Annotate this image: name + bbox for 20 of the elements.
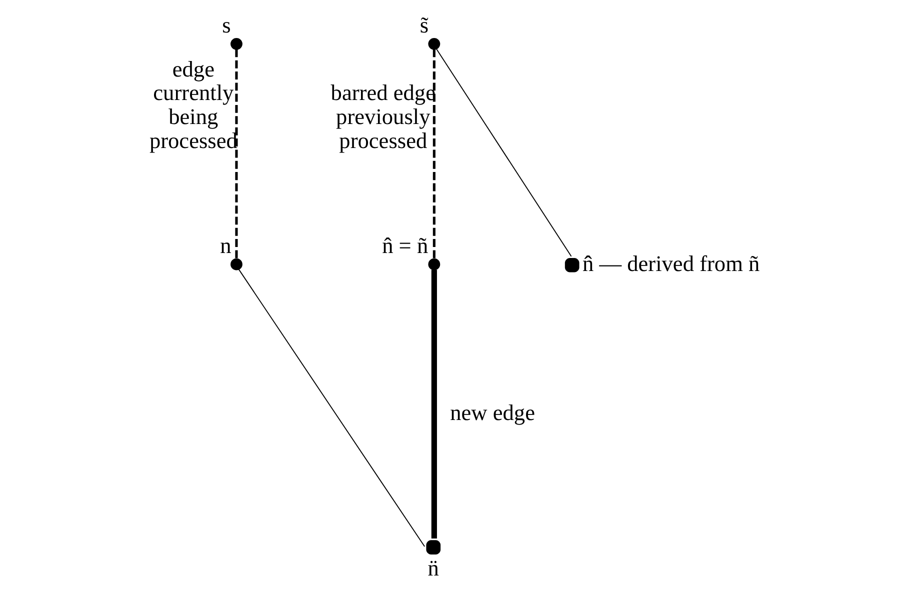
node-label: n̈	[428, 556, 439, 581]
edge-label: new edge	[450, 400, 535, 426]
node-label: n̂ = ñ	[382, 233, 428, 258]
connector	[235, 49, 238, 259]
node-circle	[230, 258, 242, 270]
connector	[436, 48, 572, 257]
node-circle	[230, 38, 242, 50]
edge-label: barred edge previously processed	[330, 80, 436, 154]
node-label: s̃	[420, 12, 429, 38]
connector	[432, 49, 436, 259]
connector	[431, 270, 437, 539]
node-circle	[428, 38, 440, 50]
edge-label: edge currently being processed	[149, 56, 238, 154]
node-circle	[564, 258, 580, 272]
node-circle	[428, 258, 440, 270]
node-label: s	[222, 12, 231, 38]
node-label: n̂̂ — derived from ñ	[582, 251, 760, 276]
node-circle	[426, 540, 441, 554]
connector	[238, 268, 426, 547]
node-label: n	[220, 233, 232, 258]
